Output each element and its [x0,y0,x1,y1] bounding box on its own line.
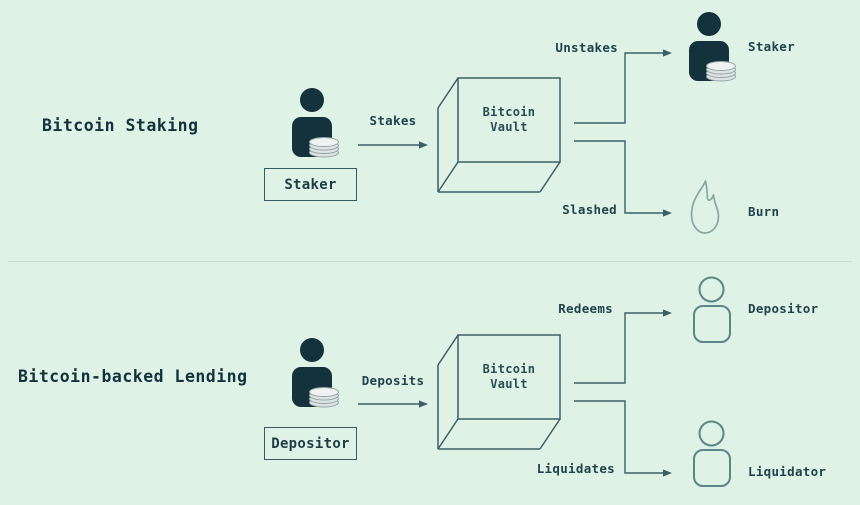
target-label-liquidator: Liquidator [748,464,827,479]
vault-label-line2: Vault [490,377,528,391]
person-with-coins-icon [292,88,339,158]
target-label-burn: Burn [748,204,780,219]
section-divider [8,261,852,262]
vault-label: Bitcoin Vault [458,362,560,392]
actor-box-depositor: Depositor [264,427,357,460]
action-label-deposits: Deposits [361,373,425,388]
flame-icon [690,180,720,234]
deposits-arrow-icon [358,400,428,408]
vault-output-arrows [574,49,672,217]
vault-label-line1: Bitcoin [482,362,536,376]
vault-label: Bitcoin Vault [458,105,560,135]
person-with-coins-icon [689,12,736,82]
actor-box-staker: Staker [264,168,357,201]
target-label-staker: Staker [748,39,795,54]
person-with-coins-icon [292,338,339,408]
vault-cube-icon [437,77,561,193]
vault-output-arrows [574,309,672,477]
vault-label-line2: Vault [490,120,528,134]
action-label-redeems: Redeems [558,301,613,316]
actor-box-staker-label: Staker [284,176,337,193]
target-label-depositor: Depositor [748,301,819,316]
vault-cube-icon [437,334,561,450]
action-label-slashed: Slashed [562,202,617,217]
section-title-staking: Bitcoin Staking [42,116,199,135]
vault-label-line1: Bitcoin [482,105,536,119]
section-title-lending: Bitcoin-backed Lending [18,367,248,386]
stakes-arrow-icon [358,141,428,149]
action-label-stakes: Stakes [369,113,417,128]
person-outline-icon [693,276,731,343]
actor-box-depositor-label: Depositor [271,435,350,452]
action-label-liquidates: Liquidates [536,461,615,476]
person-outline-icon [693,420,731,487]
action-label-unstakes: Unstakes [555,40,618,55]
